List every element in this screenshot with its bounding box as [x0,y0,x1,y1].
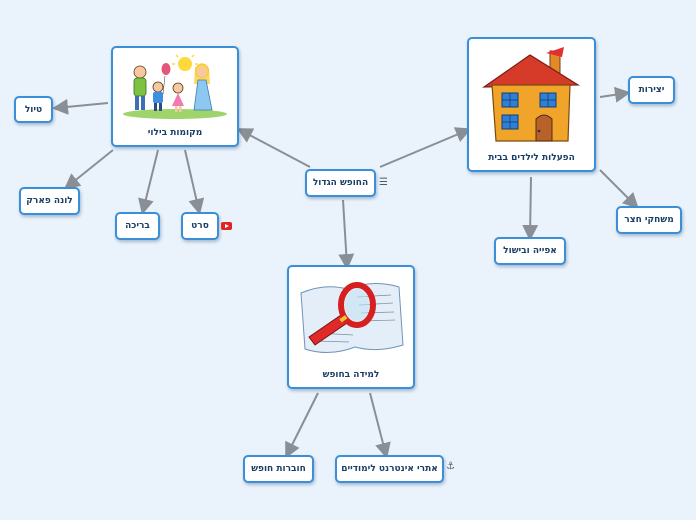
subtopic-workbooks-label: חוברות חופש [251,464,306,474]
subtopic-boardgames-node[interactable]: משחקי חצר [616,206,682,234]
topic-home-label: הפעלות לילדים בבית [488,153,575,163]
link-home-crafts [599,86,631,103]
subtopic-lunapark-label: לונה פארק [26,196,73,206]
link-outdoor-trip [52,98,109,115]
link-center-learning [338,199,355,270]
topic-outdoor-node[interactable]: מקומות בילוי [111,46,239,147]
subtopic-pool-label: בריכה [125,221,150,231]
link-outdoor-pool [138,149,159,215]
subtopic-crafts-label: יצירות [638,85,665,95]
subtopic-crafts-node[interactable]: יצירות [628,76,675,104]
subtopic-websites-label: אתרי אינטרנט לימודיים [341,464,438,474]
link-outdoor-movie [184,149,205,215]
link-learning-websites [369,392,391,459]
topic-learning-node[interactable]: למידה בחופש [287,265,415,389]
magnifier-paper-illustration [289,267,413,368]
link-center-outdoor [236,128,311,168]
subtopic-workbooks-node[interactable]: חוברות חופש [243,455,314,483]
link-home-baking [522,176,539,241]
subtopic-trip-node[interactable]: טיול [14,96,53,123]
topic-learning-label: למידה בחופש [322,370,380,380]
subtopic-pool-node[interactable]: בריכה [115,212,160,240]
topic-home-node[interactable]: הפעלות לילדים בבית [467,37,596,172]
link-center-home [379,127,472,168]
topic-outdoor-label: מקומות בילוי [147,128,203,138]
central-topic-node[interactable]: החופש הגדול [305,169,376,197]
house-illustration [469,39,594,151]
subtopic-movie-label: סרט [191,221,209,231]
subtopic-baking-label: אפייה ובישול [503,246,557,256]
subtopic-trip-label: טיול [24,104,43,115]
subtopic-lunapark-node[interactable]: לונה פארק [19,187,80,215]
link-learning-workbooks [285,392,319,459]
subtopic-baking-node[interactable]: אפייה ובישול [494,237,566,265]
anchor-icon[interactable]: ⚓ [446,461,455,472]
subtopic-websites-node[interactable]: אתרי אינטרנט לימודיים [335,455,444,483]
subtopic-movie-node[interactable]: סרט [181,212,219,240]
link-outdoor-lunapark [63,149,114,190]
link-home-boardgames [599,169,639,209]
list-icon: ☰ [379,177,388,188]
youtube-icon[interactable] [221,222,232,230]
subtopic-boardgames-label: משחקי חצר [624,215,674,225]
central-topic-label: החופש הגדול [312,178,369,188]
family-illustration [113,48,237,126]
